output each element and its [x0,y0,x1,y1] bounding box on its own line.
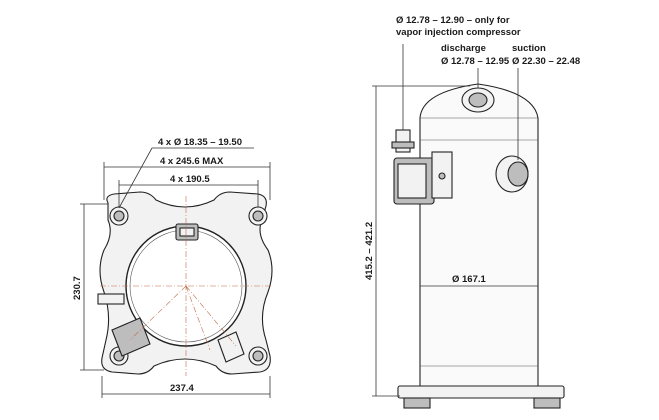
suction-port [507,161,529,187]
vapor-injection-fitting [395,129,411,153]
mount-hole-tr [252,210,264,222]
suction-fitting-top [97,293,125,305]
terminal-box-cover [397,163,427,199]
discharge-label: discharge [441,43,486,54]
terminal-screw [438,172,446,180]
radial-line-3 [185,285,211,351]
base-plate [397,385,565,399]
mount-hole-tl [113,210,125,222]
dim-bolt-spacing: 4 x 190.5 [170,174,210,185]
terminal-cover [179,227,195,237]
discharge-port [468,92,488,108]
dim-shell-diameter: Ø 167.1 [452,274,487,285]
dim-mount-holes: 4 x Ø 18.35 – 19.50 [158,137,242,148]
dim-height-left: 230.7 [72,276,83,300]
dim-base-width: 237.4 [170,383,194,394]
bracket-bottom-left [111,317,151,357]
suction-dim: Ø 22.30 – 22.48 [512,56,580,67]
suction-label: suction [512,43,546,54]
radial-line-1 [129,285,187,341]
top-view: 4 x Ø 18.35 – 19.50 4 x 245.6 MAX 4 x 19… [72,137,273,398]
leader-holes [118,147,153,209]
radial-line-2 [185,285,237,347]
foot-right [533,397,561,409]
mount-hole-br [252,350,264,362]
foot-left [403,397,431,409]
dim-outer-width: 4 x 245.6 MAX [160,156,224,167]
dim-total-height: 415.2 – 421.2 [364,222,375,280]
shell-body [419,83,539,387]
discharge-dim: Ø 12.78 – 12.95 [441,56,510,67]
side-view: 415.2 – 421.2 Ø 167.1 Ø 12.78 – 12.90 – … [364,15,580,409]
vapor-injection-note: vapor injection compressor [396,27,521,38]
fitting-bottom-right [217,331,245,363]
vapor-injection-nut [391,141,415,149]
vapor-injection-dim: Ø 12.78 – 12.90 – only for [396,15,510,26]
